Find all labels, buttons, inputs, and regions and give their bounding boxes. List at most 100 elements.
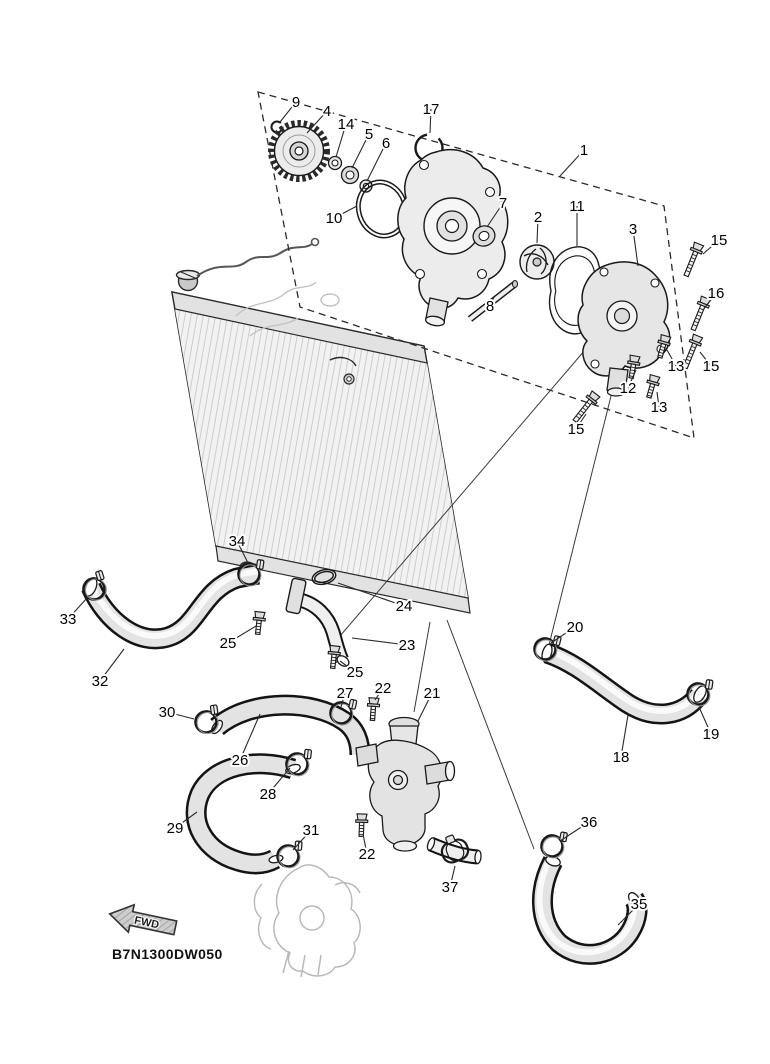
callout-15: 15: [568, 421, 585, 438]
callout-leader-9: [279, 101, 297, 123]
callout-leader-18: [620, 714, 629, 758]
hose-part-35: [532, 855, 648, 965]
callout-19: 19: [703, 726, 720, 743]
callout-leader-15: [702, 239, 720, 255]
callout-35: 35: [631, 896, 648, 913]
callout-leader-22: [362, 833, 368, 855]
callout-8: 8: [486, 298, 494, 315]
callout-leader-4: [306, 110, 328, 134]
outlet-pipe-part-23: [285, 577, 350, 667]
callout-20: 20: [567, 619, 584, 636]
callout-13: 13: [668, 358, 685, 375]
callout-7: 7: [499, 195, 507, 212]
callout-16: 16: [708, 285, 725, 302]
callout-17: 17: [423, 101, 440, 118]
callout-4: 4: [323, 103, 331, 120]
thermostat-ghost: [253, 864, 361, 978]
bolt-part-25: [251, 610, 267, 636]
callout-12: 12: [620, 380, 637, 397]
hose-part-26: [210, 694, 371, 756]
callout-leader-30: [166, 711, 195, 720]
callout-15: 15: [711, 232, 728, 249]
callout-33: 33: [60, 611, 77, 628]
impeller-part-2: [519, 244, 555, 280]
joint-part-21: [355, 716, 456, 852]
bolt-part-22: [365, 697, 381, 722]
clamp-part-37: [440, 834, 470, 864]
callout-leader-7: [486, 202, 504, 228]
bolt-part-22: [354, 813, 369, 838]
callout-leader-14: [335, 123, 347, 158]
callout-36: 36: [581, 814, 598, 831]
callout-leader-32: [99, 648, 125, 682]
bolt-part-15: [680, 241, 706, 279]
hose-part-29: [185, 753, 301, 875]
connection-lines: [339, 349, 618, 850]
hose-part-32: [81, 563, 260, 650]
callout-26: 26: [232, 752, 249, 769]
pump-housing-part: [397, 148, 509, 327]
callout-leader-13: [666, 349, 677, 367]
callout-leader-20: [550, 626, 576, 644]
callout-leader-22: [374, 687, 384, 701]
bolt-part-15: [569, 389, 602, 426]
callout-leader-1: [559, 149, 585, 177]
callout-leader-33: [67, 597, 88, 620]
callout-5: 5: [365, 126, 373, 143]
callout-leader-34: [236, 540, 249, 564]
callout-leader-23: [351, 637, 408, 646]
pump-cover-part-3: [577, 261, 671, 397]
callout-30: 30: [159, 704, 176, 721]
diagram-code: B7N1300DW050: [112, 946, 223, 962]
callout-22: 22: [359, 846, 376, 863]
callout-leader-31: [292, 829, 312, 851]
callout-28: 28: [260, 786, 277, 803]
hose-part-18: [541, 643, 708, 725]
callout-leader-29: [174, 811, 198, 829]
hoses-and-fittings: [77, 555, 715, 965]
callout-leader-17: [429, 108, 432, 134]
fwd-arrow: FWD: [108, 903, 178, 936]
callout-34: 34: [229, 533, 246, 550]
callout-leader-25: [227, 625, 257, 644]
callout-leader-15: [575, 413, 587, 430]
radiator: [171, 269, 471, 614]
callout-leader-3: [632, 228, 639, 267]
callout-leader-36: [559, 821, 590, 842]
clamp-part-36: [538, 827, 569, 862]
bolt-part-13: [642, 373, 662, 400]
hose-part-37-stub: [426, 837, 482, 865]
callout-32: 32: [92, 673, 109, 690]
callout-leader-26: [239, 713, 261, 761]
callout-leader-24: [337, 582, 405, 607]
callout-1: 1: [580, 142, 588, 159]
callout-13: 13: [651, 399, 668, 416]
callout-18: 18: [613, 749, 630, 766]
callout-37: 37: [442, 879, 459, 896]
drive-gear-part-4: [268, 120, 330, 182]
callout-leader-21: [417, 692, 433, 722]
callout-2: 2: [534, 209, 542, 226]
callout-leader-12: [627, 369, 637, 389]
callout-leader-13: [656, 391, 660, 408]
callout-29: 29: [167, 820, 184, 837]
washer-part-14: [327, 155, 343, 171]
callout-14: 14: [338, 116, 355, 133]
callout-leader-5: [351, 133, 370, 169]
callout-leader-8: [489, 296, 495, 307]
callout-6: 6: [382, 135, 390, 152]
callout-15: 15: [703, 358, 720, 375]
callout-22: 22: [375, 680, 392, 697]
overflow-hose: [196, 237, 320, 277]
callout-leader-27: [340, 692, 346, 708]
callout-leader-10: [333, 205, 358, 219]
bearing-part-5: [340, 165, 360, 185]
callout-leader-19: [698, 706, 712, 735]
callout-leader-37: [449, 865, 456, 888]
callout-9: 9: [292, 94, 300, 111]
engine-bracket-ghost: [235, 281, 340, 337]
fwd-arrow-shape: [108, 903, 178, 936]
